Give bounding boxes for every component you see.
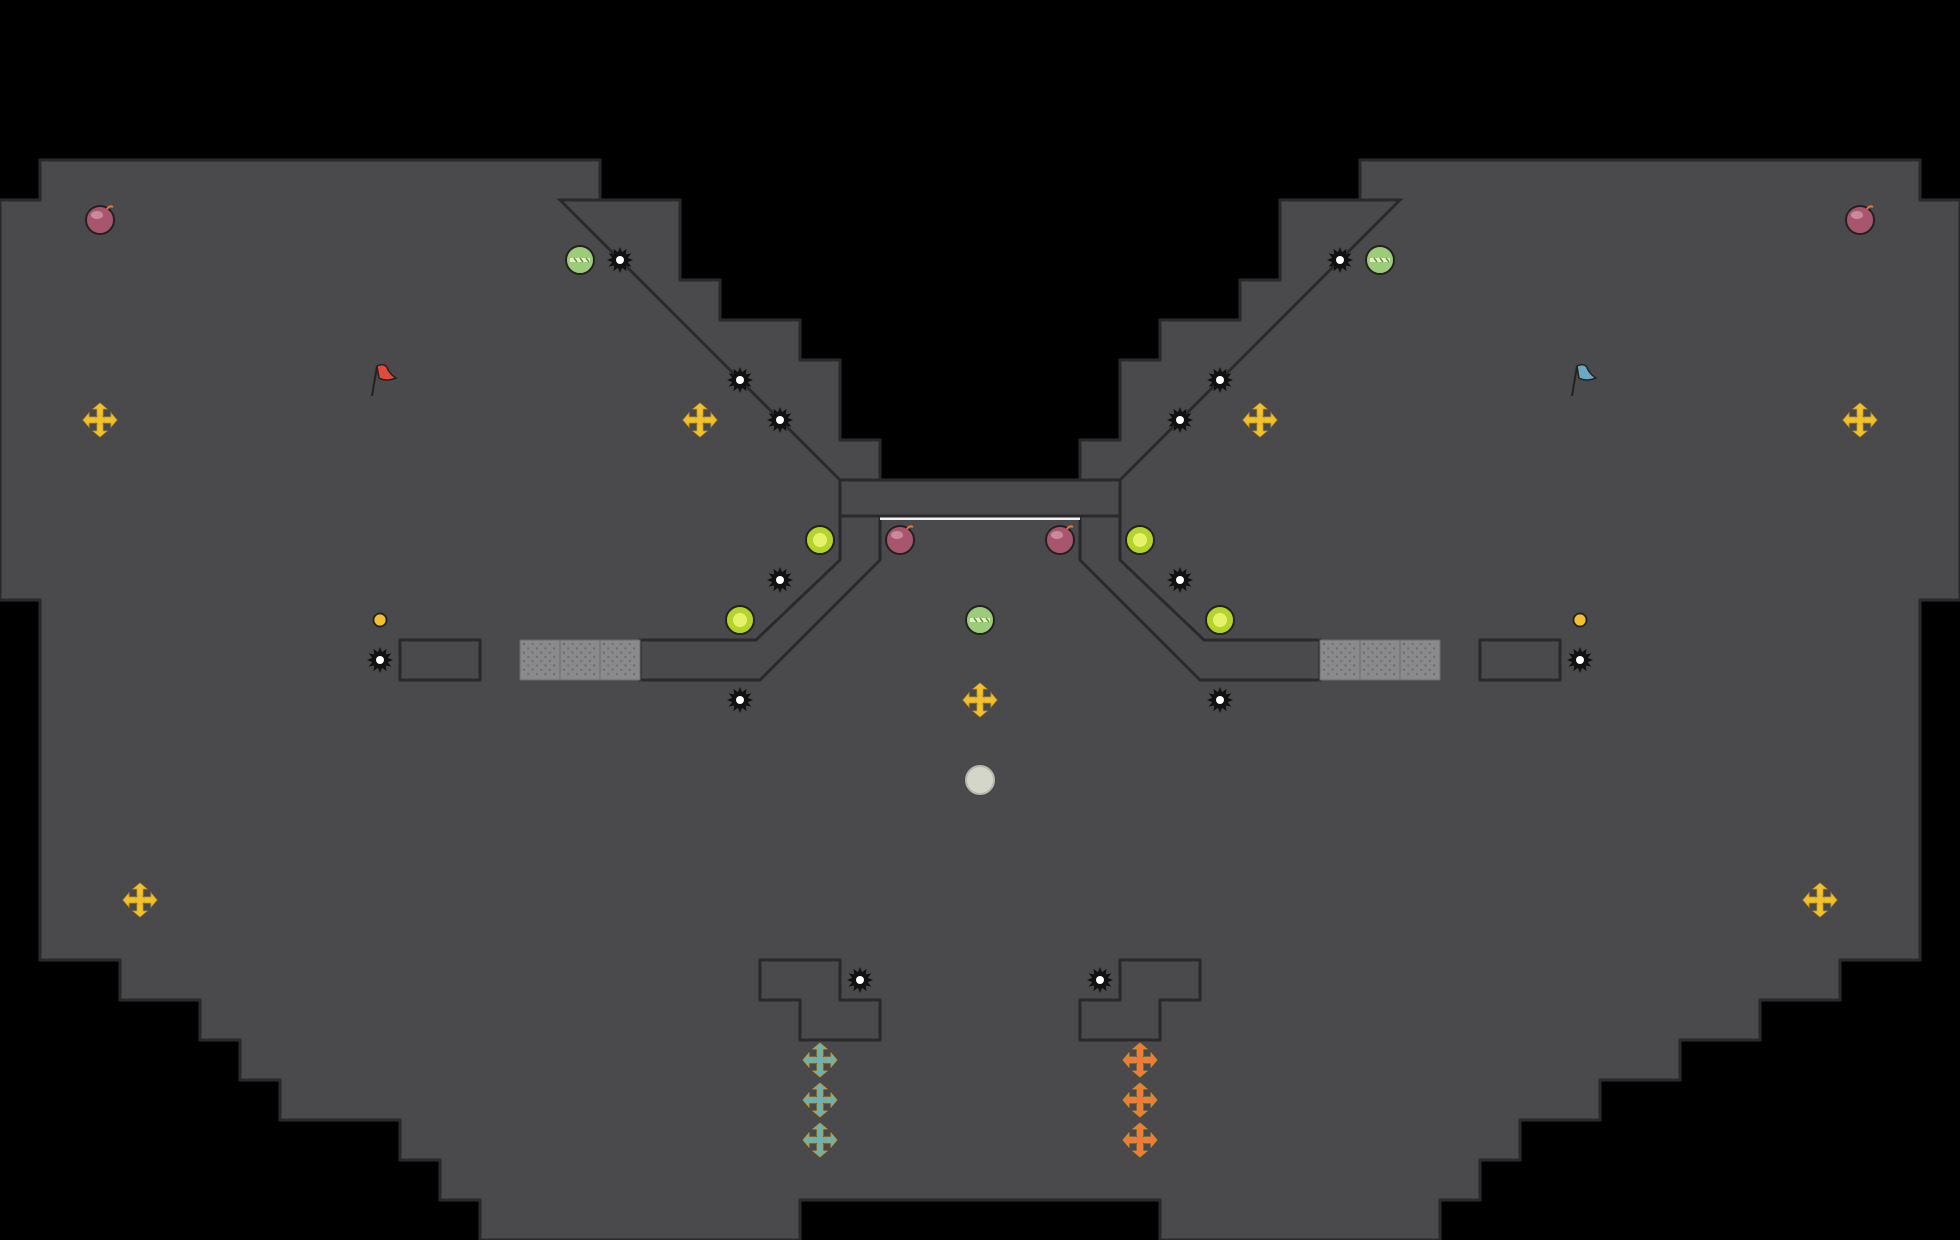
powerup-orb	[1205, 605, 1235, 635]
small-powerup-dot	[372, 612, 388, 628]
bomb	[885, 525, 915, 555]
jukejuice-powerup	[965, 605, 995, 635]
center-top-wall	[838, 478, 1122, 518]
gate-tile	[1319, 639, 1361, 681]
powerup-orb	[1125, 525, 1155, 555]
powerup-orb	[805, 525, 835, 555]
gate-tile	[519, 639, 561, 681]
boost-pad[interactable]	[1842, 402, 1878, 438]
red-team-boost[interactable]	[1122, 1122, 1158, 1158]
boost-pad[interactable]	[1242, 402, 1278, 438]
boost-pad[interactable]	[82, 402, 118, 438]
portal	[965, 765, 995, 795]
spike-hazard	[767, 567, 793, 593]
bomb	[1845, 205, 1875, 235]
boost-pad[interactable]	[962, 682, 998, 718]
spike-hazard	[1167, 407, 1193, 433]
right-ledge-wall	[1478, 638, 1562, 682]
right-base-wall	[1078, 958, 1202, 1042]
jukejuice-powerup	[565, 245, 595, 275]
blue-team-boost[interactable]	[802, 1122, 838, 1158]
spike-hazard	[1567, 647, 1593, 673]
boost-pad[interactable]	[122, 882, 158, 918]
spike-hazard	[847, 967, 873, 993]
spike-hazard	[767, 407, 793, 433]
gate-tile	[599, 639, 641, 681]
bomb	[85, 205, 115, 235]
spike-hazard	[727, 367, 753, 393]
spike-hazard	[1207, 367, 1233, 393]
spike-hazard	[1087, 967, 1113, 993]
spike-hazard	[1167, 567, 1193, 593]
blue-team-boost[interactable]	[802, 1082, 838, 1118]
spike-hazard	[607, 247, 633, 273]
left-ledge-wall	[398, 638, 482, 682]
boost-pad[interactable]	[1802, 882, 1838, 918]
small-powerup-dot	[1572, 612, 1588, 628]
spike-hazard	[367, 647, 393, 673]
spike-hazard	[1327, 247, 1353, 273]
red-flag[interactable]	[371, 363, 398, 397]
blue-team-boost[interactable]	[802, 1042, 838, 1078]
gate-tile	[559, 639, 601, 681]
bomb	[1045, 525, 1075, 555]
gate-tile	[1399, 639, 1441, 681]
blue-flag[interactable]	[1571, 363, 1598, 397]
red-team-boost[interactable]	[1122, 1042, 1158, 1078]
left-base-wall	[758, 958, 882, 1042]
jukejuice-powerup	[1365, 245, 1395, 275]
spike-hazard	[1207, 687, 1233, 713]
boost-pad[interactable]	[682, 402, 718, 438]
spike-hazard	[727, 687, 753, 713]
powerup-orb	[725, 605, 755, 635]
object-layer	[82, 205, 1878, 1158]
gate-tile	[1359, 639, 1401, 681]
red-team-boost[interactable]	[1122, 1082, 1158, 1118]
